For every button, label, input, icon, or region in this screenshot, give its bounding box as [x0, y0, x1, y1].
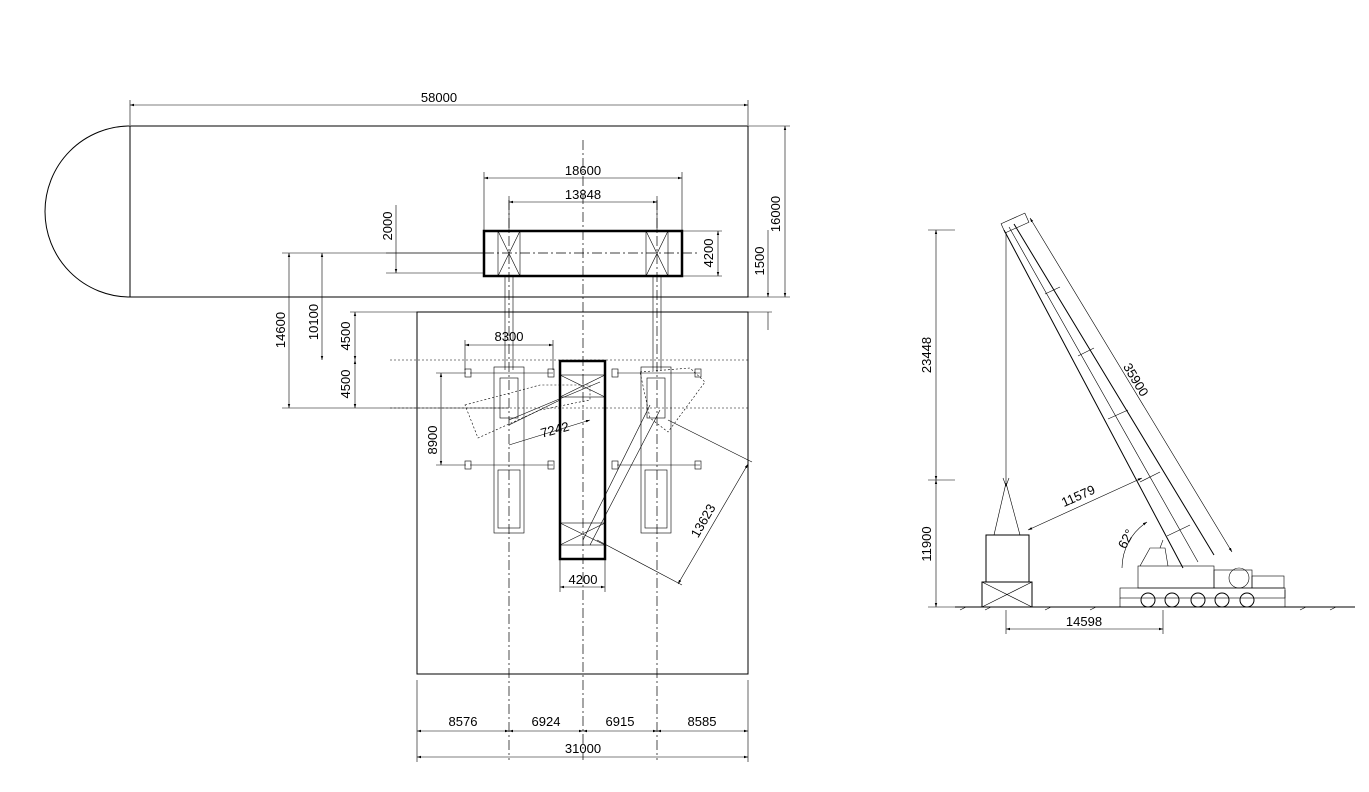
dim-seg-1: 8576	[449, 714, 478, 729]
dim-overall-length: 58000	[421, 90, 457, 105]
vessel-outline	[44, 125, 749, 298]
dim-overall-width: 16000	[768, 196, 783, 232]
crane-truck	[1119, 539, 1286, 608]
dim-block-width: 4200	[569, 572, 598, 587]
block-elevation	[981, 534, 1033, 608]
lifted-beam	[482, 229, 700, 278]
dim-seg-2: 6924	[532, 714, 561, 729]
crane-right-plan	[582, 366, 706, 546]
dim-base-height: 11900	[919, 526, 934, 561]
dim-site-width: 31000	[565, 741, 601, 756]
dim-outrigger-length: 8900	[425, 426, 440, 455]
dim-radius-left: 7242	[539, 419, 571, 441]
dim-outrigger-spread: 8300	[495, 329, 524, 344]
dim-beam-length: 18600	[565, 163, 601, 178]
block-target	[558, 359, 607, 561]
dim-edge-gap: 1500	[752, 247, 767, 276]
dim-seg-3: 6915	[606, 714, 635, 729]
dim-beam-span: 13848	[565, 187, 601, 202]
dim-ground-distance: 14598	[1066, 614, 1102, 629]
dim-boom-length: 35900	[1120, 360, 1151, 399]
dim-lift-height: 23448	[919, 337, 934, 373]
crane-left-plan	[464, 366, 601, 534]
dim-radius-right: 13623	[688, 501, 719, 540]
elevation-view: 35900 23448 11900 11579 62° 14598	[919, 212, 1355, 634]
dim-4500-upper: 4500	[338, 322, 353, 351]
dim-boom-angle: 62°	[1115, 527, 1137, 551]
dim-beam-offset: 2000	[380, 212, 395, 241]
dim-14600: 14600	[273, 312, 288, 348]
dim-10100: 10100	[306, 304, 321, 340]
site-area	[416, 311, 749, 675]
crane-boom	[1000, 212, 1215, 569]
dim-beam-width: 4200	[701, 239, 716, 268]
dim-seg-4: 8585	[688, 714, 717, 729]
dim-working-radius: 11579	[1059, 482, 1097, 510]
plan-view: 58000 18600 13848 2000 4200 1500 16000	[44, 90, 790, 762]
dim-4500-lower: 4500	[338, 370, 353, 399]
